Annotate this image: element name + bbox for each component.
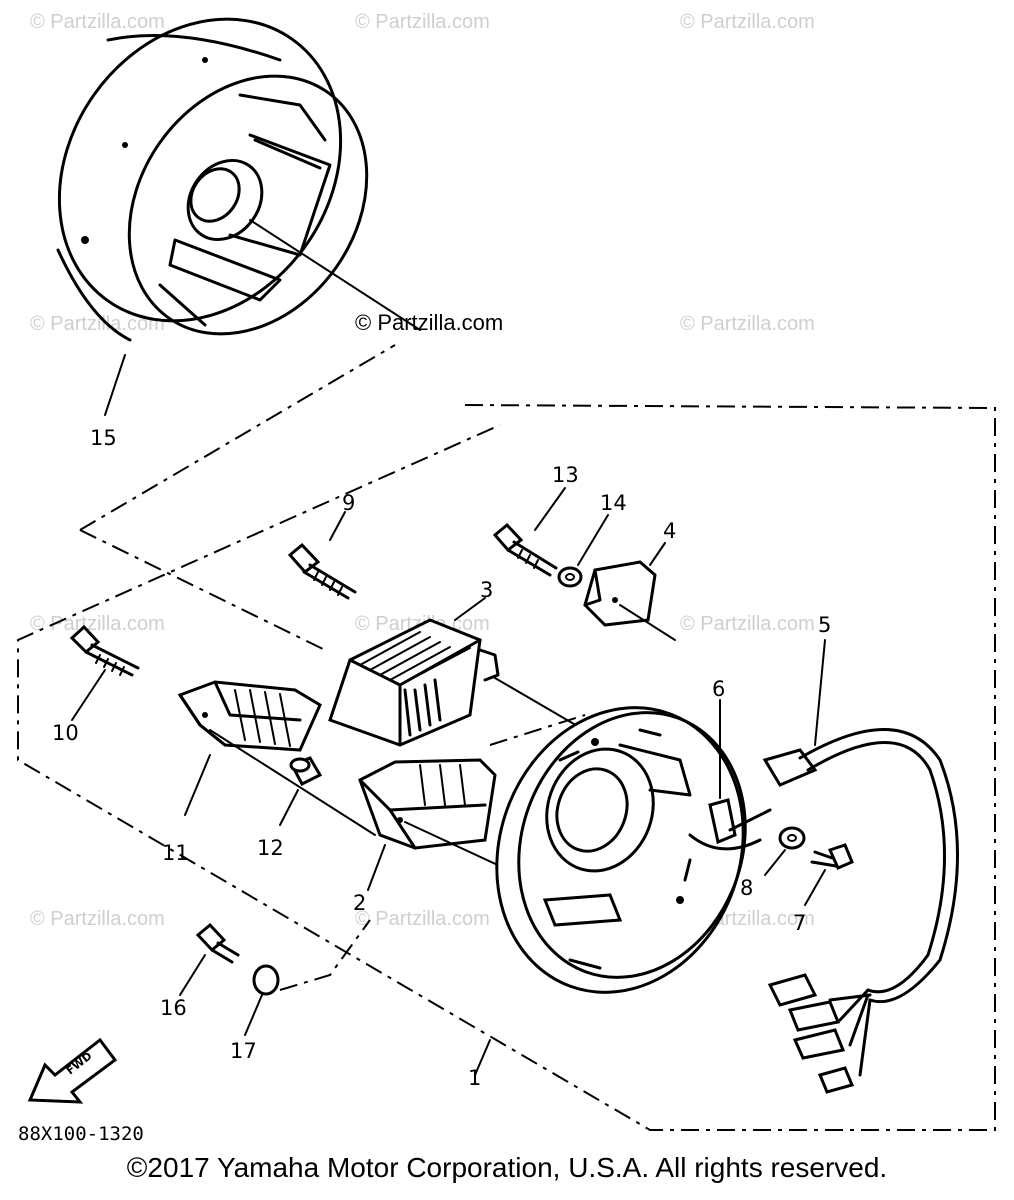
screw-part-7 bbox=[810, 843, 854, 870]
leader-17 bbox=[244, 994, 263, 1036]
assembly-outline bbox=[17, 404, 996, 1131]
callout-8: 8 bbox=[740, 876, 753, 900]
callout-11: 11 bbox=[162, 841, 189, 865]
leader-4 bbox=[649, 542, 666, 566]
source-coil-part-11 bbox=[177, 680, 322, 752]
callout-16: 16 bbox=[160, 996, 187, 1020]
pickup-coil-part-4 bbox=[583, 560, 657, 627]
outline-17 bbox=[279, 919, 371, 991]
callout-3: 3 bbox=[480, 578, 493, 602]
leader-11 bbox=[184, 754, 211, 816]
screw-part-9 bbox=[287, 542, 357, 600]
diagram-code: 88X100-1320 bbox=[18, 1123, 144, 1145]
charging-coil-part-3 bbox=[328, 618, 500, 747]
leader-2 bbox=[367, 844, 386, 891]
watermark: © Partzilla.com bbox=[30, 613, 165, 635]
leader-13 bbox=[534, 487, 566, 531]
watermark: © Partzilla.com bbox=[30, 908, 165, 930]
callout-10: 10 bbox=[52, 721, 79, 745]
screw-part-13 bbox=[492, 522, 558, 577]
leader-15 bbox=[104, 354, 126, 416]
clamp-part-6 bbox=[688, 798, 762, 851]
watermark: © Partzilla.com bbox=[355, 908, 490, 930]
washer-part-14 bbox=[557, 566, 583, 588]
flywheel-rotor-part-15 bbox=[56, 17, 369, 342]
leader-1 bbox=[474, 1039, 491, 1076]
leader-5 bbox=[814, 639, 826, 746]
callout-14: 14 bbox=[600, 491, 627, 515]
callout-9: 9 bbox=[342, 491, 355, 515]
leader-12 bbox=[279, 789, 299, 826]
callout-4: 4 bbox=[663, 519, 676, 543]
copyright-notice: ©2017 Yamaha Motor Corporation, U.S.A. A… bbox=[126, 1152, 888, 1183]
watermark: © Partzilla.com bbox=[680, 11, 815, 33]
leader-9 bbox=[329, 511, 346, 541]
leader-14 bbox=[577, 514, 609, 566]
stator-base-plate bbox=[495, 706, 747, 994]
callout-13: 13 bbox=[552, 463, 579, 487]
leader-10 bbox=[71, 669, 106, 721]
pulser-coil-part-2 bbox=[358, 758, 497, 850]
leader-8 bbox=[764, 849, 786, 876]
outline-inner bbox=[489, 714, 586, 746]
leader-3 bbox=[454, 597, 486, 621]
callout-12: 12 bbox=[257, 836, 284, 860]
callout-1: 1 bbox=[468, 1066, 481, 1090]
callout-6: 6 bbox=[712, 677, 725, 701]
wire-harness-part-5 bbox=[728, 728, 959, 1077]
callout-5: 5 bbox=[818, 613, 831, 637]
callout-7: 7 bbox=[793, 911, 806, 935]
watermark: © Partzilla.com bbox=[30, 11, 165, 33]
fwd-arrow-icon: FWD bbox=[27, 1037, 118, 1104]
washer-part-8 bbox=[778, 826, 806, 850]
callout-2: 2 bbox=[353, 891, 366, 915]
rotor-centerline bbox=[249, 219, 421, 331]
outline-link bbox=[79, 529, 326, 651]
callout-17: 17 bbox=[230, 1039, 257, 1063]
centerline-11 bbox=[209, 729, 376, 836]
connector-group bbox=[767, 973, 855, 1094]
watermark: © Partzilla.com bbox=[680, 613, 815, 635]
watermark: © Partzilla.com bbox=[680, 313, 815, 335]
watermark-center: © Partzilla.com bbox=[355, 310, 503, 335]
centerline-4 bbox=[619, 604, 676, 641]
callout-15: 15 bbox=[90, 426, 117, 450]
spacer-part-12 bbox=[289, 756, 323, 786]
outline-rotor-link bbox=[79, 344, 396, 531]
leader-7 bbox=[804, 869, 826, 906]
watermark: © Partzilla.com bbox=[30, 313, 165, 335]
screw-part-16 bbox=[195, 922, 240, 964]
collar-part-17 bbox=[252, 964, 280, 996]
screw-part-10 bbox=[69, 624, 140, 677]
watermark: © Partzilla.com bbox=[355, 11, 490, 33]
leader-16 bbox=[179, 954, 206, 996]
